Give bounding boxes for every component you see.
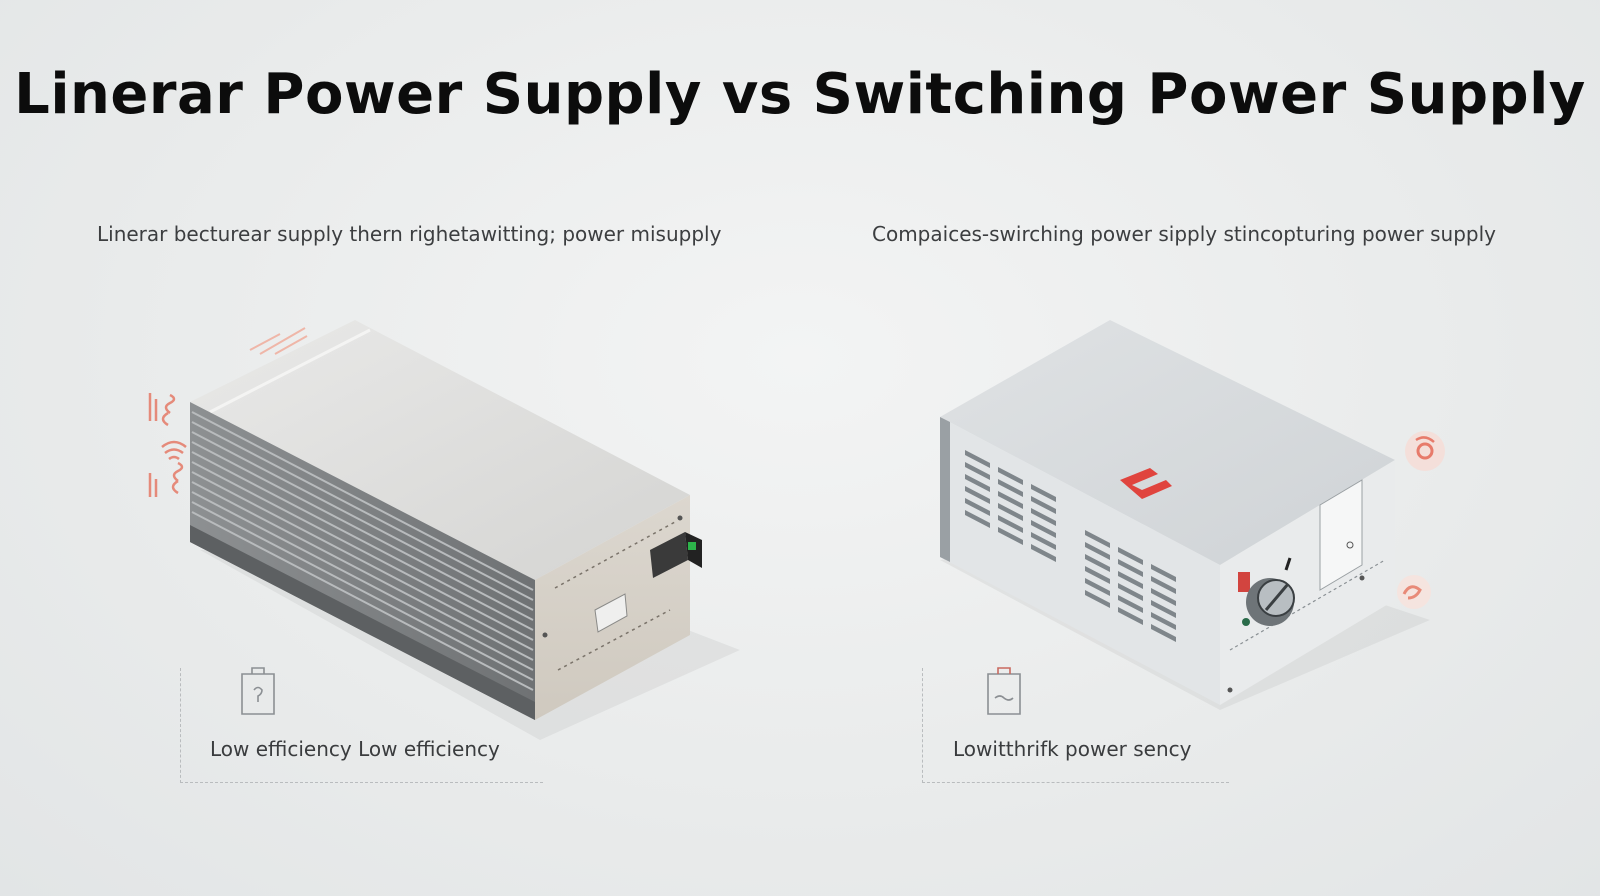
linear-caption: Low efficiency Low efficiency [210, 737, 500, 761]
linear-power-supply-device [190, 320, 740, 740]
switching-subtitle: Compaices-swirching power sipply stincop… [872, 222, 1496, 246]
clipboard-question-icon [241, 667, 275, 715]
switching-caption-frame [922, 668, 1229, 783]
fan-icon-small [1397, 575, 1431, 609]
fan-icon [1405, 431, 1445, 471]
brand-logo [1120, 468, 1172, 499]
switching-power-supply-device [940, 320, 1430, 710]
noise-waves-icon [148, 393, 187, 497]
linear-caption-frame [180, 668, 543, 783]
heat-lines-icon [249, 327, 308, 355]
linear-subtitle: Linerar becturear supply thern righetawi… [97, 222, 722, 246]
switching-caption: Lowitthrifk power sency [953, 737, 1192, 761]
clipboard-wave-icon [987, 667, 1021, 715]
page-title: Linerar Power Supply vs Switching Power … [14, 62, 1586, 127]
